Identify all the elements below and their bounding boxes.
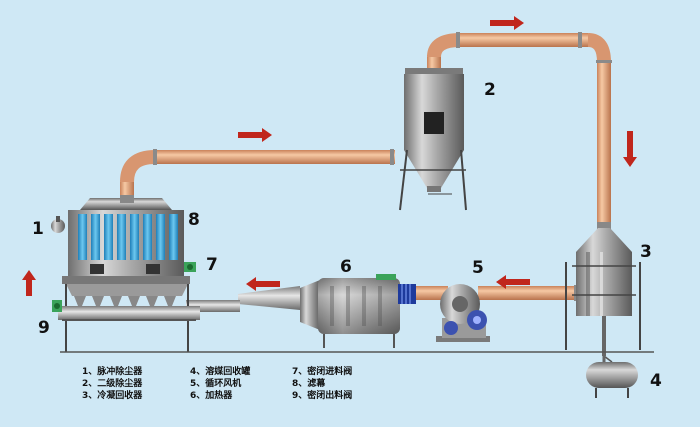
flow-arrow-up: [22, 270, 36, 296]
legend-item-9: 9、密闭出料阀: [292, 389, 352, 401]
label-8: 8: [188, 210, 200, 230]
heater: [300, 274, 416, 348]
flow-arrow-down: [623, 131, 637, 167]
flow-arrow-right-1: [238, 128, 272, 142]
label-7: 7: [206, 255, 218, 275]
legend-item-2: 2、二级除尘器: [82, 377, 143, 389]
label-2: 2: [484, 80, 496, 100]
flow-arrow-left-5: [496, 275, 530, 289]
sealed-feed-valve: [184, 262, 196, 272]
circulating-fan: [436, 284, 490, 342]
flow-arrow-left-6: [246, 277, 280, 291]
legend-item-1: 1、脉冲除尘器: [82, 365, 143, 377]
solvent-recovery-tank: [586, 340, 638, 398]
label-6: 6: [340, 257, 352, 277]
legend-item-6: 6、加热器: [190, 389, 233, 401]
legend: 1、脉冲除尘器 2、二级除尘器 3、冷凝回收器 4、溶媒回收罐 5、循环风机 6…: [82, 365, 352, 401]
condenser-recovery: [565, 222, 641, 363]
discharge-outlets: [74, 296, 176, 306]
flow-arrow-right-2: [490, 16, 524, 30]
secondary-dust-collector: [399, 68, 467, 211]
pipe-dust-to-cyclone: [120, 149, 395, 204]
legend-item-7: 7、密闭进料阀: [292, 365, 352, 377]
legend-item-3: 3、冷凝回收器: [82, 389, 143, 401]
label-3: 3: [640, 242, 652, 262]
label-4: 4: [650, 371, 662, 391]
pipe-cyclone-to-condenser: [427, 32, 612, 225]
sealed-discharge-valve: [52, 300, 62, 312]
legend-item-5: 5、循环风机: [190, 377, 241, 389]
pipe-heater-to-dryer: [186, 286, 300, 312]
filter-screen-columns: [78, 214, 178, 274]
legend-item-4: 4、溶媒回收罐: [190, 365, 250, 377]
label-9: 9: [38, 318, 50, 338]
pipe-fan-to-heater: [406, 286, 448, 300]
label-5: 5: [472, 258, 484, 278]
label-1: 1: [32, 219, 44, 239]
legend-item-8: 8、滤幕: [292, 377, 326, 389]
pipe-condenser-to-fan: [478, 285, 578, 301]
